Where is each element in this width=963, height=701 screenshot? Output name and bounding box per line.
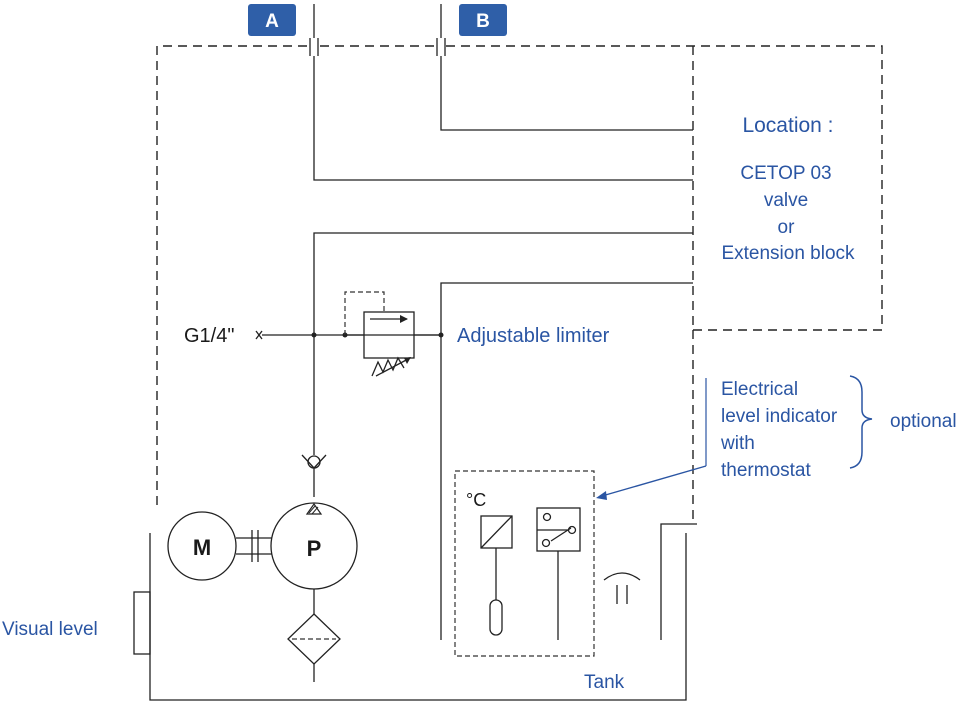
celsius-label: °C	[466, 490, 486, 510]
breather-icon	[603, 572, 641, 604]
unit-boundary	[156, 45, 883, 520]
adjustable-limiter-valve	[344, 291, 441, 377]
location-line-3: or	[778, 217, 796, 238]
location-line-2: valve	[764, 190, 808, 211]
visual-level-gauge	[133, 591, 151, 655]
coupling-b	[436, 4, 446, 56]
port-b-label: B	[476, 11, 490, 32]
electrical-label-line-4: thermostat	[721, 460, 811, 481]
electrical-level-indicator	[454, 470, 595, 657]
motor-label: M	[193, 535, 211, 560]
electric-motor: M	[167, 511, 237, 581]
hydraulic-lines	[262, 56, 693, 640]
gauge-port-marker	[255, 330, 263, 340]
optional-brace	[849, 375, 873, 469]
limiter-label: Adjustable limiter	[457, 325, 610, 347]
electrical-label-line-2: level indicator	[721, 406, 838, 427]
visual-level-label: Visual level	[2, 619, 98, 640]
electrical-label-line-1: Electrical	[721, 379, 798, 400]
coupling-a	[309, 4, 319, 56]
electrical-label-line-3: with	[720, 433, 755, 454]
tank-label: Tank	[584, 672, 625, 693]
location-title: Location :	[742, 114, 833, 137]
port-tag-b: B	[459, 4, 507, 36]
port-a-label: A	[265, 11, 279, 32]
indicator-leader-arrow	[596, 378, 707, 500]
motor-pump-coupling	[236, 530, 272, 562]
port-size-label: G1/4"	[184, 325, 234, 347]
optional-label: optional	[890, 411, 957, 432]
location-line-4: Extension block	[721, 243, 855, 264]
location-line-1: CETOP 03	[740, 163, 831, 184]
suction-filter	[287, 613, 341, 682]
pump-label: P	[307, 536, 322, 561]
hydraulic-pump: P	[270, 502, 358, 614]
check-valve	[301, 454, 327, 497]
port-tag-a: A	[248, 4, 296, 36]
